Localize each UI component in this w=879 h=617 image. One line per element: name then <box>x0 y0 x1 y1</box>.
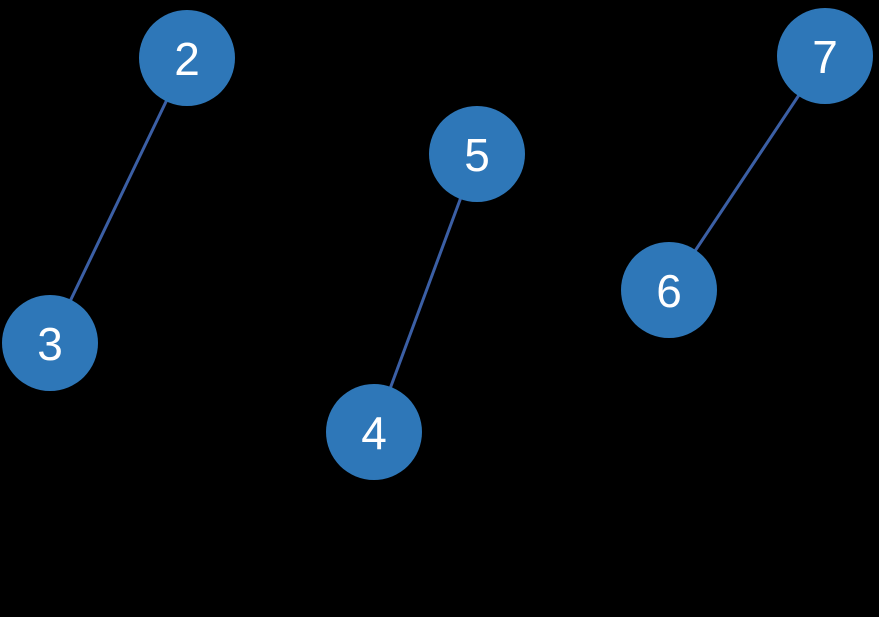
graph-node-label-6: 6 <box>656 265 682 317</box>
graph-node-2[interactable]: 2 <box>139 10 235 106</box>
graph-edge-5-4[interactable] <box>372 153 479 433</box>
graph-edge-2-3[interactable] <box>48 57 189 344</box>
graph-node-6[interactable]: 6 <box>621 242 717 338</box>
node-layer: 2 3 5 4 7 6 <box>2 8 873 480</box>
graph-node-circle-6[interactable] <box>621 242 717 338</box>
graph-node-label-7: 7 <box>812 31 838 83</box>
edge-layer <box>48 55 827 433</box>
graph-node-circle-5[interactable] <box>429 106 525 202</box>
graph-node-label-2: 2 <box>174 33 200 85</box>
graph-node-label-4: 4 <box>361 407 387 459</box>
graph-node-circle-2[interactable] <box>139 10 235 106</box>
graph-node-3[interactable]: 3 <box>2 295 98 391</box>
graph-node-label-5: 5 <box>464 129 490 181</box>
graph-node-circle-3[interactable] <box>2 295 98 391</box>
graph-node-5[interactable]: 5 <box>429 106 525 202</box>
graph-node-label-3: 3 <box>37 318 63 370</box>
graph-node-7[interactable]: 7 <box>777 8 873 104</box>
graph-node-circle-4[interactable] <box>326 384 422 480</box>
graph-node-circle-7[interactable] <box>777 8 873 104</box>
graph-node-4[interactable]: 4 <box>326 384 422 480</box>
